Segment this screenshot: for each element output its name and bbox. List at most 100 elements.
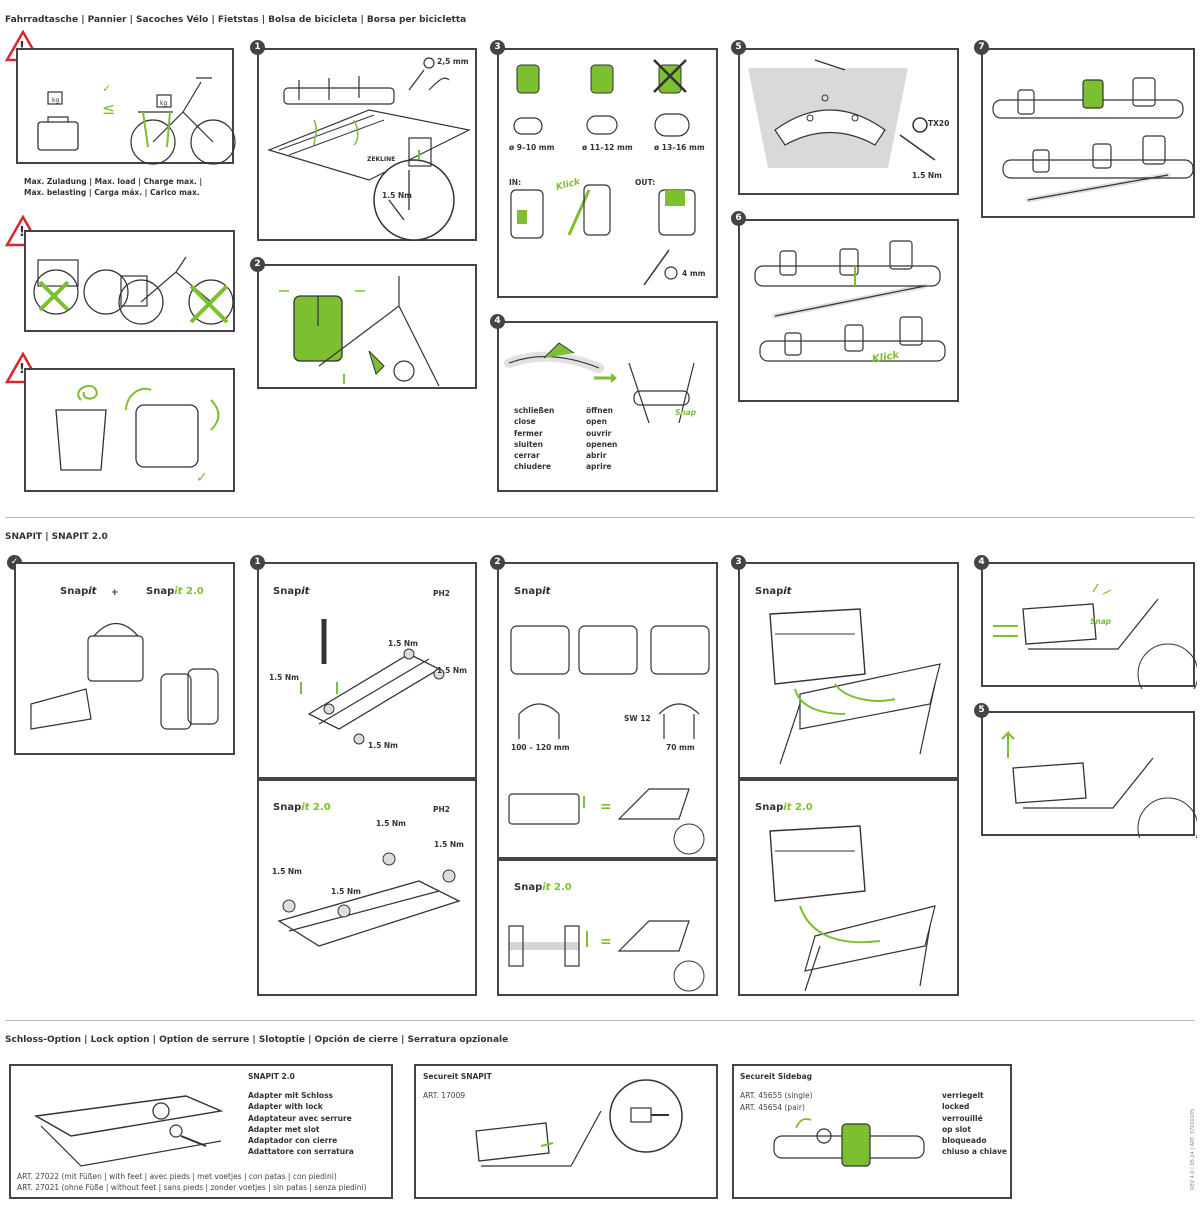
equals-sign-2: = [600, 934, 612, 950]
sidebag-art-single: ART. 45655 (single) [740, 1091, 813, 1100]
torque-h: 1.5 Nm [331, 887, 361, 896]
snapit-logo-step3: Snapit [755, 586, 792, 597]
torque-a: 1.5 Nm [388, 639, 418, 648]
panel-step-5 [738, 48, 959, 195]
snap-sound-label: Snap [1090, 617, 1112, 626]
panel-no-front-mount [24, 230, 235, 332]
snapit-2-logo: Snapit 2.0 [146, 586, 204, 597]
panel-step-1 [257, 48, 477, 241]
diameter-2: ø 11–12 mm [582, 143, 633, 152]
torque-c: 1.5 Nm [269, 673, 299, 682]
step-number-1: 1 [250, 40, 265, 55]
torx-label: TX20 [928, 119, 950, 128]
step-number-7: 7 [974, 40, 989, 55]
svg-text:≤: ≤ [102, 99, 115, 118]
panel-step-2 [257, 264, 477, 389]
adapter2-screw-illustration [277, 852, 461, 947]
panel-compatibility [14, 562, 235, 755]
panel-snapit-step-4 [981, 562, 1197, 689]
art-with-feet: ART. 27022 (mit Füßen | with feet | avec… [17, 1172, 337, 1181]
torque-g: 1.5 Nm [272, 867, 302, 876]
lock-adapter-illustration [33, 1095, 224, 1167]
divider [5, 1020, 1195, 1021]
hex-size-label: 2,5 mm [437, 57, 469, 66]
roll-closure-illustration: ✓ [55, 384, 220, 486]
wrong-mount-illustration [33, 256, 234, 325]
secureit-snapit-title: Secureit SNAPIT [423, 1072, 492, 1081]
panel-snapit2-step-1 [257, 779, 477, 996]
svg-text:kg: kg [160, 100, 167, 107]
box2-mount-illustration [769, 825, 936, 992]
wrench-size: SW 12 [624, 714, 651, 723]
snapit-2-logo-step2: Snapit 2.0 [514, 882, 572, 893]
warning-exclamation: ! [19, 41, 25, 54]
snapit-logo: Snapit [60, 586, 97, 597]
heel-clearance-illustration [279, 276, 440, 387]
divider [5, 517, 1195, 518]
adapter2-mount-illustration [508, 920, 705, 992]
section-title-lock: Schloss-Option | Lock option | Option de… [5, 1035, 509, 1045]
torque-label: 1.5 Nm [382, 191, 412, 200]
snapit-step-number-3: 3 [731, 555, 746, 570]
art-without-feet: ART. 27021 (ohne Füße | without feet | s… [17, 1183, 367, 1192]
step-number-2: 2 [250, 257, 265, 272]
range-wide: 100 – 120 mm [511, 743, 570, 752]
panel-step-3 [497, 48, 718, 298]
torque-label-5: 1.5 Nm [912, 171, 942, 180]
brand-label: ZEKLINE [367, 156, 396, 163]
torque-b: 1.5 Nm [437, 666, 467, 675]
snapit-step-number-5: 5 [974, 703, 989, 718]
snapit-logo-step1: Snapit [273, 586, 310, 597]
equals-sign: = [600, 799, 612, 815]
section-title-snapit: SNAPIT | SNAPIT 2.0 [5, 532, 108, 542]
panel-lock-adapter [9, 1064, 393, 1199]
panel-snapit-step-5 [981, 711, 1197, 838]
ph2-label: PH2 [433, 589, 450, 598]
torque-f: 1.5 Nm [434, 840, 464, 849]
out-label: OUT: [635, 178, 656, 187]
panel-snapit-step-2 [497, 562, 718, 859]
step-number-4: 4 [490, 314, 505, 329]
warning-exclamation: ! [19, 225, 25, 240]
sidebag-art-pair: ART. 45654 (pair) [740, 1103, 805, 1112]
panel-max-load: kg ≤ ✓ kg [16, 48, 236, 165]
panel-secureit-sidebag [732, 1064, 1012, 1199]
panel-step-7 [981, 48, 1195, 218]
box-release-illustration [1001, 730, 1197, 838]
snapit-2-logo-step1: Snapit 2.0 [273, 802, 331, 813]
lock-adapter-title: SNAPIT 2.0 [248, 1072, 295, 1081]
snapit-step-number-2: 2 [490, 555, 505, 570]
panel-snapit-step-1 [257, 562, 477, 779]
tool-size-label: 4 mm [682, 269, 706, 278]
step-number-3: 3 [490, 40, 505, 55]
snapit-step-number-4: 4 [974, 555, 989, 570]
box-snap-illustration [993, 583, 1197, 689]
secureit-sidebag-illustration [773, 1118, 925, 1167]
torque-e: 1.5 Nm [376, 819, 406, 828]
plus-icon: + [111, 588, 119, 598]
hook-insert-illustration [510, 59, 696, 286]
panel-snapit-step-3 [738, 562, 959, 779]
panel-step-6 [738, 219, 959, 402]
box-mount-illustration [769, 608, 941, 765]
step-number-5: 5 [731, 40, 746, 55]
lever-lock-illustration [504, 342, 695, 424]
max-load-line2: Max. belasting | Carga máx. | Carico max… [24, 188, 200, 197]
snapit-logo-step2: Snapit [514, 586, 551, 597]
ph2-label-2: PH2 [433, 805, 450, 814]
panel-step-4 [497, 321, 718, 492]
diameter-3: ø 13–16 mm [654, 143, 705, 152]
panel-snapit2-step-2 [497, 859, 718, 996]
rail-release-illustration [992, 77, 1194, 203]
panel-secureit-snapit [414, 1064, 718, 1199]
svg-text:✓: ✓ [102, 82, 111, 95]
max-load-illustration: kg ≤ ✓ kg [37, 77, 236, 165]
width-adjust-illustration [508, 625, 710, 855]
torque-d: 1.5 Nm [368, 741, 398, 750]
svg-text:✓: ✓ [196, 470, 208, 486]
compatible-products-illustration [30, 622, 219, 730]
section-title-pannier: Fahrradtasche | Pannier | Sacoches Vélo … [5, 15, 467, 25]
